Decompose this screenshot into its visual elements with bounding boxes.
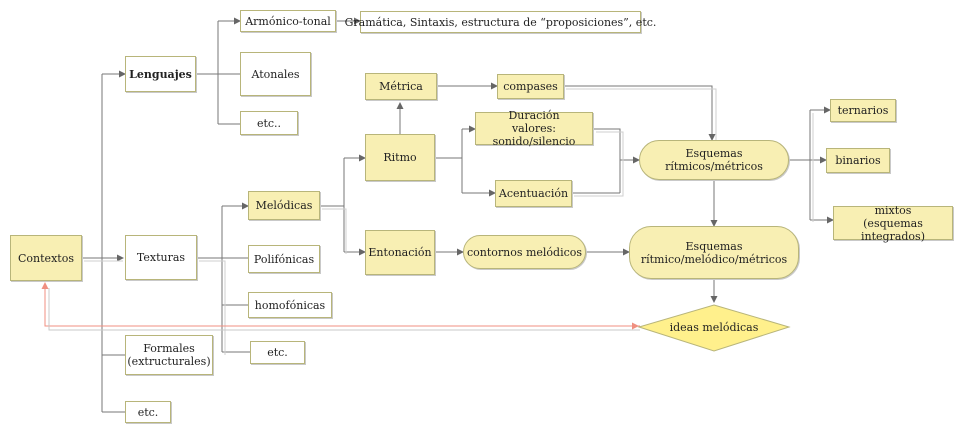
node-esquemas-ritmicos: Esquemas rítmicos/métricos: [639, 140, 789, 180]
node-etc-lenguajes: etc..: [240, 111, 298, 135]
node-formales: Formales (extructurales): [125, 335, 213, 375]
node-ternarios: ternarios: [830, 99, 896, 122]
node-metrica: Métrica: [365, 73, 437, 100]
node-esquemas-melodicos: Esquemas rítmico/melódico/métricos: [629, 226, 799, 279]
node-contornos-melodicos: contornos melódicos: [463, 235, 586, 269]
node-polifonicas: Polifónicas: [248, 245, 320, 273]
node-binarios: binarios: [826, 148, 890, 173]
node-armonico-tonal: Armónico-tonal: [240, 10, 336, 32]
node-atonales: Atonales: [240, 52, 311, 96]
node-texturas: Texturas: [125, 235, 197, 280]
node-compases: compases: [497, 74, 564, 99]
node-etc-texturas: etc.: [250, 341, 305, 364]
node-lenguajes: Lenguajes: [125, 56, 196, 92]
node-ritmo: Ritmo: [365, 134, 435, 181]
node-mixtos: mixtos (esquemas integrados): [833, 204, 953, 243]
node-homofonicas: homofónicas: [248, 292, 332, 318]
node-contextos: Contextos: [10, 235, 82, 281]
node-duracion: Duración valores: sonido/silencio: [475, 109, 593, 148]
node-ideas-melodicas: ideas melódicas: [669, 320, 759, 334]
node-gramatica: Gramática, Sintaxis, estructura de “prop…: [345, 11, 656, 33]
node-acentuacion: Acentuación: [495, 180, 572, 207]
node-entonacion: Entonación: [365, 230, 435, 275]
node-etc-left: etc.: [125, 401, 171, 423]
ideas-melodicas-diamond: [637, 304, 791, 352]
node-melodicas: Melódicas: [248, 191, 320, 220]
